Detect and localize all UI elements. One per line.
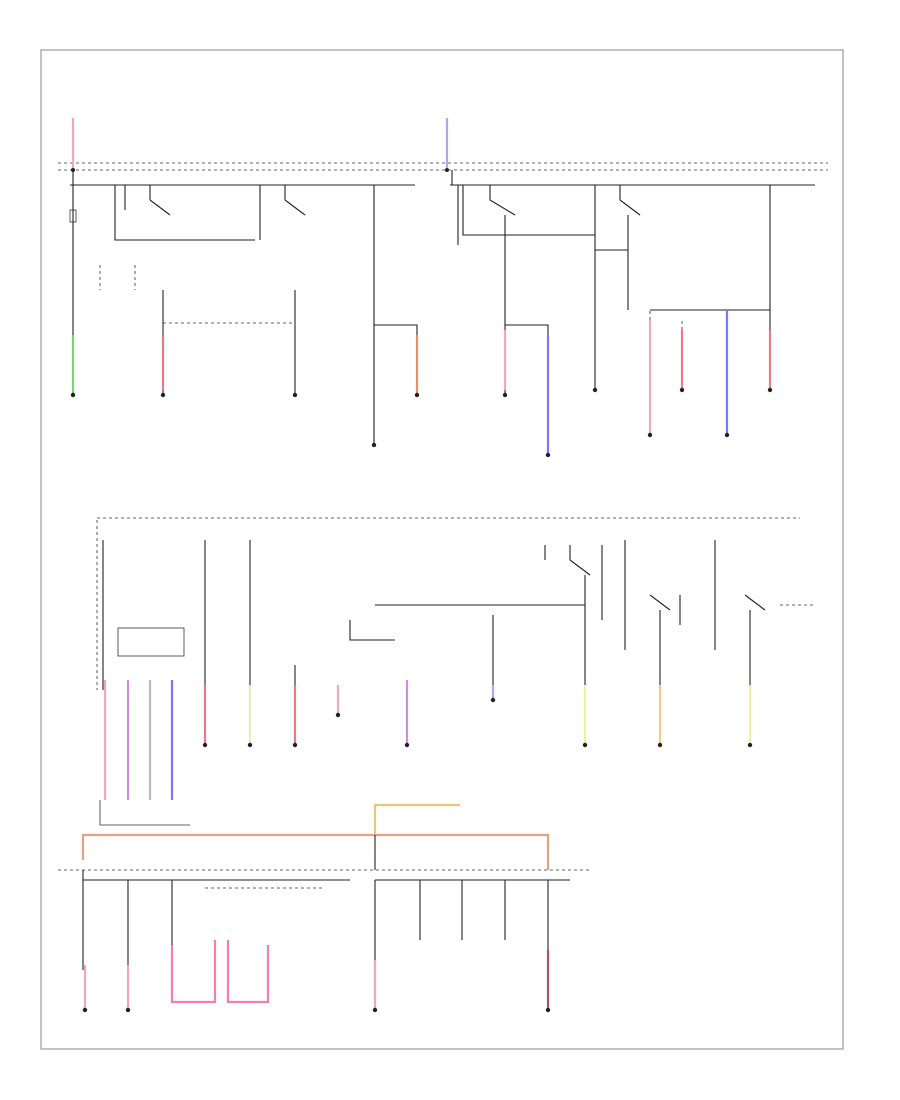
connector-terminal	[202, 742, 208, 748]
connector-terminal	[335, 712, 341, 718]
relay-switch-contact	[149, 199, 171, 216]
connector-terminal	[582, 742, 588, 748]
relay-switch-contact	[489, 199, 516, 216]
connector-terminal	[502, 392, 508, 398]
connector-terminal	[371, 442, 377, 448]
relay-wire	[114, 185, 255, 241]
tan-feed-wire	[373, 803, 460, 835]
connector-terminal	[747, 742, 753, 748]
connector-terminal	[125, 1007, 131, 1013]
magenta-output-wire	[170, 940, 217, 1004]
connector-terminal	[292, 392, 298, 398]
relay-switch-contact	[744, 594, 766, 611]
connector-terminal	[372, 1007, 378, 1013]
connector-terminal	[657, 742, 663, 748]
connector-terminal	[647, 432, 653, 438]
connector-terminal	[592, 387, 598, 393]
relay-wire	[462, 185, 595, 236]
module-box	[117, 627, 185, 657]
fuse-symbol	[69, 209, 77, 223]
wire	[349, 620, 395, 641]
connector-terminal	[545, 1007, 551, 1013]
connector-terminal	[724, 432, 730, 438]
orange-feed-wire	[81, 833, 550, 870]
wire	[374, 324, 418, 335]
middle-section	[96, 517, 815, 826]
wire	[99, 800, 190, 826]
connector-terminal	[404, 742, 410, 748]
relay-switch-contact	[569, 559, 591, 576]
connector-terminal	[82, 1007, 88, 1013]
relay-switch-contact	[649, 594, 671, 611]
top-section	[58, 118, 828, 455]
diagram-frame	[40, 49, 844, 1050]
connector-terminal	[414, 392, 420, 398]
connector-terminal	[490, 697, 496, 703]
connector-terminals	[70, 387, 773, 1013]
bottom-section	[58, 803, 590, 1010]
relay-switch-contact	[619, 199, 641, 216]
relay-switch-contact	[284, 199, 306, 216]
connector-terminal	[767, 387, 773, 393]
connector-terminal	[292, 742, 298, 748]
connector-terminal	[70, 392, 76, 398]
connector-terminal	[160, 392, 166, 398]
connector-terminal	[247, 742, 253, 748]
connector-terminal	[545, 452, 551, 458]
wire	[505, 324, 549, 335]
connector-terminal	[679, 387, 685, 393]
magenta-output-wire	[226, 940, 270, 1004]
junction-dot	[445, 168, 449, 172]
